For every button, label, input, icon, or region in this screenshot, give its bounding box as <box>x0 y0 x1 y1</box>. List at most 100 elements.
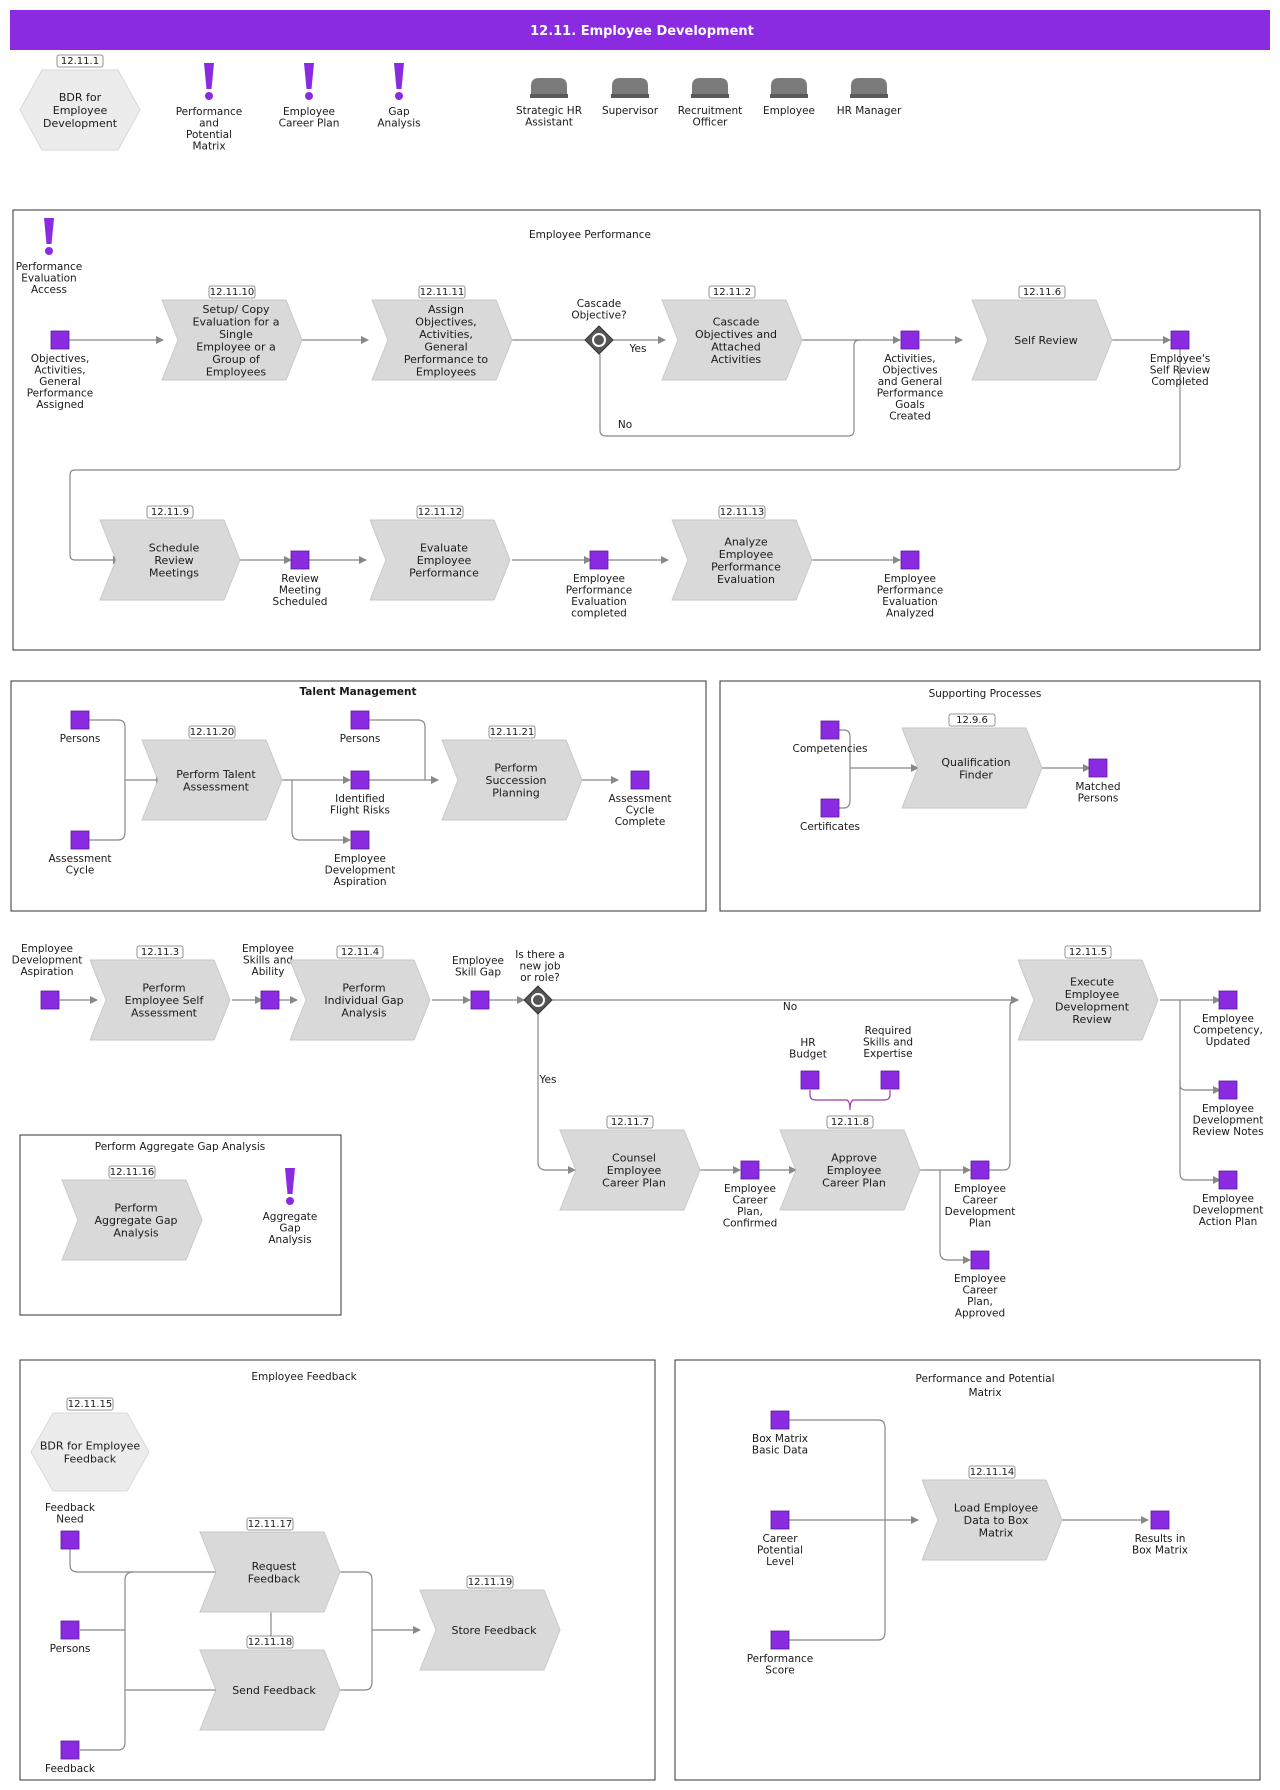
ef-event-feedback-need[interactable] <box>60 1530 80 1550</box>
ef-event-feedback[interactable] <box>60 1740 80 1760</box>
role-4-base <box>850 94 888 98</box>
role-2-base <box>691 94 729 98</box>
page-title: 12.11. Employee Development <box>530 24 754 39</box>
cp-event-development-plan[interactable] <box>970 1160 990 1180</box>
pm-event-career-potential[interactable] <box>770 1510 790 1530</box>
ep-evaluation-access-icon <box>44 218 54 244</box>
cp-event-aspiration[interactable] <box>40 990 60 1010</box>
ef-event-persons[interactable] <box>60 1620 80 1640</box>
ef-store-feedback-label: Store Feedback <box>452 1624 538 1637</box>
pm-event-box-matrix[interactable] <box>770 1410 790 1430</box>
ef-bdr-feedback-id-box <box>66 1397 114 1411</box>
cp-counsel-career-plan-shape <box>559 1129 701 1211</box>
tm-event-assessment-cycle[interactable] <box>70 830 90 850</box>
ep-event-meeting-scheduled[interactable] <box>290 550 310 570</box>
pm-event-performance-score[interactable] <box>770 1630 790 1650</box>
ep-schedule-meetings-id: 12.11.9 <box>151 507 189 518</box>
ep-event-evaluation-completed[interactable] <box>589 550 609 570</box>
bdr-employee-development[interactable] <box>19 69 141 151</box>
ef-send-feedback-label: Send Feedback <box>232 1684 316 1697</box>
tm-event-persons-2[interactable] <box>350 710 370 730</box>
ep-setup-evaluation-id-box <box>208 285 256 299</box>
ep-gateway-cascade[interactable] <box>584 325 614 355</box>
cp-event-plan-confirmed[interactable] <box>740 1160 760 1180</box>
sp-event-competencies[interactable] <box>820 720 840 740</box>
sp-event-certificates[interactable] <box>820 798 840 818</box>
cp-event-competency-updated[interactable] <box>1218 990 1238 1010</box>
tm-perform-talent-assessment-shape <box>141 739 283 821</box>
role-0-icon <box>531 78 567 96</box>
cp-event-skill-gap[interactable] <box>470 990 490 1010</box>
ef-send-feedback-shape <box>199 1649 341 1731</box>
cp-event-plan-approved[interactable] <box>970 1250 990 1270</box>
pm-event-results[interactable] <box>1150 1510 1170 1530</box>
cp-event-action-plan[interactable] <box>1218 1170 1238 1190</box>
ef-event-persons-label: Persons <box>50 1643 91 1655</box>
header-bar <box>10 10 1270 50</box>
ep-event-evaluation-analyzed[interactable] <box>900 550 920 570</box>
ep-title: Employee Performance <box>529 229 651 241</box>
cp-counsel-career-plan-id: 12.11.7 <box>611 1117 649 1128</box>
ep-yes-label: Yes <box>629 343 647 355</box>
tm-event-persons-2-label: Persons <box>340 733 381 745</box>
cp-event-required-skills[interactable] <box>880 1070 900 1090</box>
ep-event-assigned[interactable] <box>50 330 70 350</box>
ep-event-goals-created[interactable] <box>900 330 920 350</box>
frame-employee-performance <box>12 209 1261 651</box>
cp-gateway-new-role[interactable] <box>523 985 553 1015</box>
cp-event-review-notes[interactable] <box>1218 1080 1238 1100</box>
cp-event-hr-budget[interactable] <box>800 1070 820 1090</box>
ep-evaluate-performance-id: 12.11.12 <box>418 507 463 518</box>
ep-analyze-evaluation-id: 12.11.13 <box>720 507 765 518</box>
legend-career-plan-icon <box>304 63 314 89</box>
ep-cascade-objectives-id: 12.11.2 <box>713 287 751 298</box>
tm-event-flight-risks[interactable] <box>350 770 370 790</box>
legend-performance-matrix-icon <box>204 63 214 89</box>
frame-employee-feedback <box>19 1359 656 1781</box>
ep-event-self-review[interactable] <box>1170 330 1190 350</box>
ef-bdr-feedback[interactable] <box>30 1412 150 1492</box>
tm-event-cycle-complete[interactable] <box>630 770 650 790</box>
ep-self-review-id-box <box>1018 285 1066 299</box>
sp-event-matched-persons[interactable] <box>1088 758 1108 778</box>
ep-self-review-id: 12.11.6 <box>1023 287 1061 298</box>
tm-event-persons[interactable] <box>70 710 90 730</box>
cp-event-skills[interactable] <box>260 990 280 1010</box>
tm-event-aspiration[interactable] <box>350 830 370 850</box>
